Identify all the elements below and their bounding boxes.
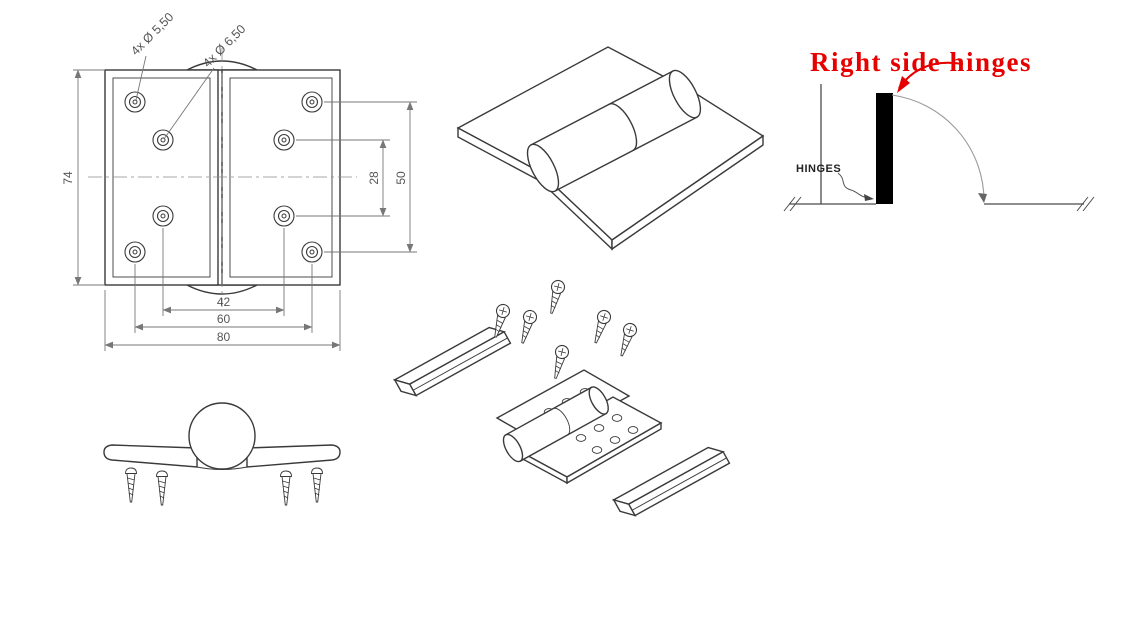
exp-hole [611,414,623,422]
diagram-title: Right side hinges [810,47,1032,77]
callout-small-holes: 4x Ø 5,50 [128,10,176,58]
dim-width-overall: 80 [217,330,231,344]
screw-hole [152,205,174,227]
mounting-screw [280,470,292,506]
side-barrel [188,402,256,470]
door-swing-arc [891,94,985,203]
red-arrowhead [897,76,910,93]
mounting-screw [125,467,137,503]
iso-edge [611,134,764,251]
exploded-screw [515,308,539,346]
exp-edge [566,421,662,485]
exploded-screw [614,321,639,359]
screw-hole [152,129,174,151]
mounting-screw [156,470,168,506]
exp-barrel [502,386,609,463]
right-side-diagram: Right side hinges HINGES [783,47,1095,212]
dim-outer-hole-spacing-h: 60 [217,312,231,326]
screw-hole [273,129,295,151]
leaf-right-inner-edge [229,77,333,278]
screw-hole [301,91,323,113]
exploded-screw [544,278,567,316]
cover-cap-left [394,321,512,402]
door-leaf-black [876,93,893,204]
dim-inner-hole-spacing-v: 28 [367,171,381,185]
isometric-view [456,46,765,251]
exp-hole [627,426,639,434]
dim-outer-hole-spacing-v: 50 [394,171,408,185]
dim-inner-hole-spacing-h: 42 [217,295,231,309]
wall-break-mark [783,196,802,212]
hinges-leader-line [837,172,869,199]
exploded-screw [548,343,571,381]
arc-arrowhead [978,193,987,203]
leaf-left-inner-edge [112,77,211,278]
cover-cap-right [613,441,731,522]
exp-hole [593,424,605,432]
mounting-screw [311,467,323,503]
front-view: 74 28 50 42 60 80 4x Ø 5,50 4x Ø 6,50 [61,10,417,351]
iso-barrel [526,69,702,193]
exp-hole [591,446,603,454]
exploded-screw [588,308,613,346]
screw-hole [124,91,146,113]
screw-hole [124,241,146,263]
hinges-label: HINGES [796,163,841,175]
exp-hole [609,436,621,444]
dim-height-overall: 74 [61,171,75,185]
exploded-view [394,278,731,522]
exp-hole [575,434,587,442]
hinge-leaf-left [104,69,219,286]
hinges-leader-arrowhead [864,194,874,201]
side-view [103,402,341,506]
side-wing-left [103,444,198,468]
wall-break-mark [1076,196,1095,212]
screw-hole [301,241,323,263]
side-wing-right [246,444,341,468]
screw-hole [273,205,295,227]
